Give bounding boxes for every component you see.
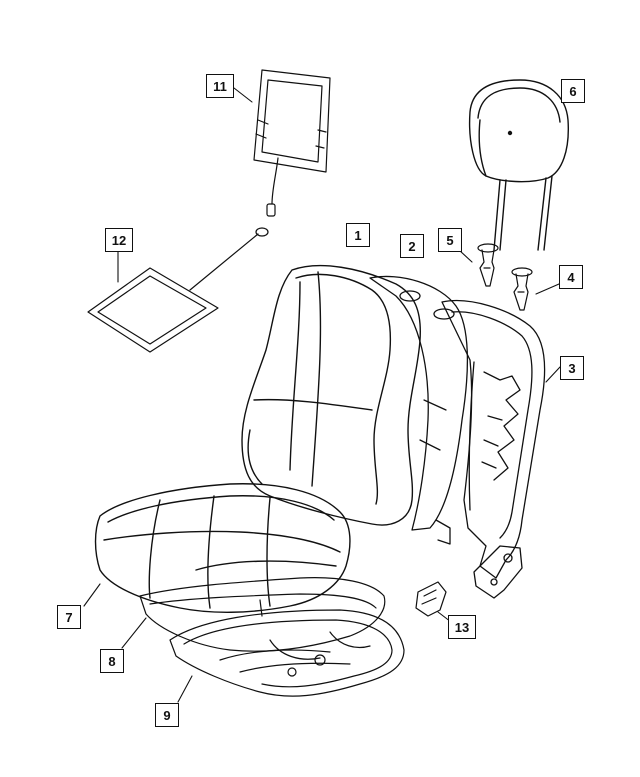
callout-13[interactable]: 13	[448, 615, 476, 639]
seat-back-heater-part[interactable]	[253, 69, 331, 217]
callout-4[interactable]: 4	[559, 265, 583, 289]
leader-lines	[83, 87, 561, 703]
seat-back-frame-part[interactable]	[435, 300, 546, 599]
callout-7[interactable]: 7	[57, 605, 81, 629]
guide-sleeve-left-part[interactable]	[477, 243, 499, 287]
seat-cushion-heater-part[interactable]	[87, 227, 269, 353]
callout-5[interactable]: 5	[438, 228, 462, 252]
seat-cushion-foam-part[interactable]	[139, 577, 386, 652]
headrest-part[interactable]	[468, 79, 570, 251]
callout-8[interactable]: 8	[100, 649, 124, 673]
callout-2[interactable]: 2	[400, 234, 424, 258]
callout-1[interactable]: 1	[346, 223, 370, 247]
callout-6[interactable]: 6	[561, 79, 585, 103]
seat-cushion-frame-part[interactable]	[169, 609, 405, 697]
seat-back-cushion-part[interactable]	[241, 264, 421, 526]
callout-11[interactable]: 11	[206, 74, 234, 98]
seat-cushion-cover-part[interactable]	[94, 483, 351, 613]
callout-9[interactable]: 9	[155, 703, 179, 727]
recliner-bracket-part[interactable]	[415, 581, 447, 617]
guide-sleeve-right-part[interactable]	[511, 267, 533, 311]
callout-12[interactable]: 12	[105, 228, 133, 252]
callout-3[interactable]: 3	[560, 356, 584, 380]
seat-back-pad-part[interactable]	[369, 275, 469, 531]
